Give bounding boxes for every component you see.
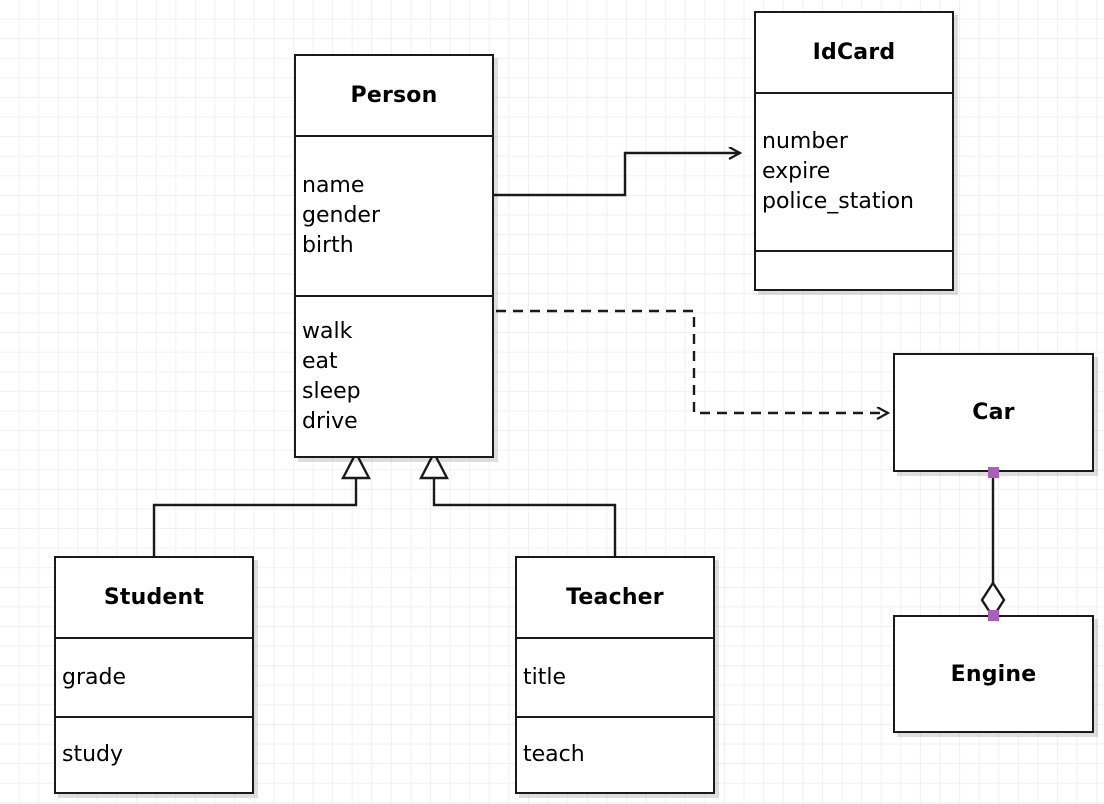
class-box-idcard[interactable]: IdCard number expire police_station <box>754 11 954 291</box>
class-box-engine[interactable]: Engine <box>893 615 1094 733</box>
class-operations-compartment: study <box>56 716 252 792</box>
edge-handle-car-end[interactable] <box>988 467 999 478</box>
attribute-item: birth <box>302 233 354 258</box>
class-box-student[interactable]: Student grade study <box>54 556 254 794</box>
attribute-item: title <box>523 664 567 690</box>
edge-teacher-person[interactable] <box>419 450 617 556</box>
edge-person-idcard[interactable] <box>494 153 740 197</box>
attribute-item: number <box>762 129 848 154</box>
class-name-student: Student <box>103 585 205 610</box>
class-title-compartment: Student <box>56 558 252 637</box>
edge-person-car[interactable] <box>496 309 888 413</box>
operation-item: teach <box>523 742 585 767</box>
edge-student-person[interactable] <box>152 450 371 556</box>
class-title-compartment: Teacher <box>517 558 713 637</box>
attribute-item: police_station <box>762 189 914 214</box>
class-operations-compartment <box>756 250 952 289</box>
class-name-car: Car <box>972 400 1015 425</box>
class-box-teacher[interactable]: Teacher title teach <box>515 556 715 794</box>
operation-item: sleep <box>302 378 361 404</box>
attribute-item: grade <box>62 664 126 690</box>
attribute-item: expire <box>762 159 831 184</box>
class-attributes-compartment: number expire police_station <box>756 92 952 250</box>
class-operations-compartment: teach <box>517 716 713 792</box>
class-box-car[interactable]: Car <box>893 353 1094 472</box>
class-operations-compartment: walk eat sleep drive <box>296 295 492 456</box>
operation-item: study <box>62 742 124 767</box>
edge-handle-engine-end[interactable] <box>988 610 999 621</box>
class-title-compartment: Engine <box>895 617 1092 731</box>
class-attributes-compartment: grade <box>56 637 252 716</box>
operation-item: eat <box>302 348 338 374</box>
class-title-compartment: IdCard <box>756 13 952 92</box>
class-name-engine: Engine <box>950 661 1037 687</box>
class-attributes-compartment: title <box>517 637 713 716</box>
attribute-item: name <box>302 173 365 198</box>
attribute-item: gender <box>302 203 380 228</box>
class-title-compartment: Car <box>895 355 1092 470</box>
class-name-person: Person <box>350 83 438 108</box>
class-name-idcard: IdCard <box>812 40 896 65</box>
edge-car-engine[interactable] <box>980 472 1006 620</box>
class-attributes-compartment: name gender birth <box>296 135 492 295</box>
class-name-teacher: Teacher <box>566 585 664 610</box>
class-title-compartment: Person <box>296 56 492 135</box>
class-box-person[interactable]: Person name gender birth walk eat sleep … <box>294 54 494 458</box>
operation-item: drive <box>302 408 358 434</box>
operation-item: walk <box>302 318 353 344</box>
